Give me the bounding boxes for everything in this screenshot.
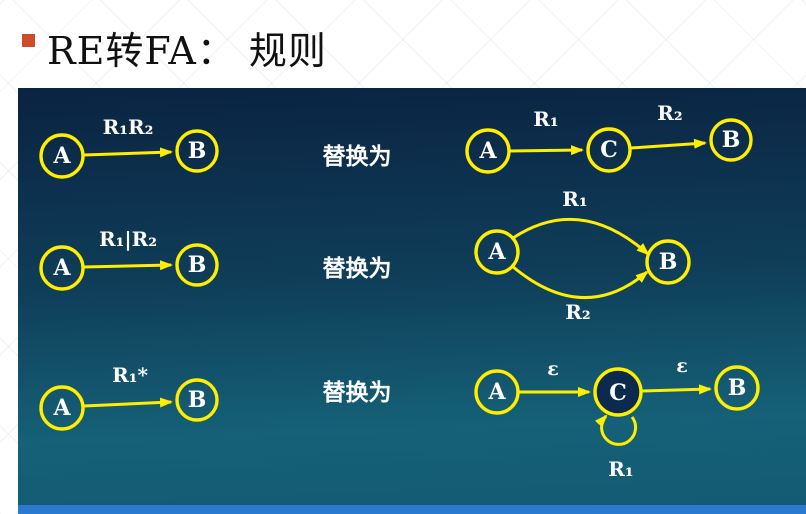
- transition-arc-upper: [512, 218, 650, 256]
- replace-text: 替换为: [323, 255, 392, 282]
- self-loop-label: R₁: [608, 457, 633, 481]
- edge-label: R₂: [657, 101, 682, 125]
- state-circle-B: [709, 118, 753, 162]
- state-circle-B: [714, 365, 760, 411]
- state-label-A: A: [487, 379, 506, 405]
- automata-diagram: A B R₁R₂ 替换为 A C B R₁ R₂ A B: [39, 101, 760, 481]
- state-circle-A: [39, 245, 85, 291]
- state-label-A: A: [487, 239, 506, 265]
- edge-label: R₁|R₂: [99, 227, 157, 251]
- state-circle-A: [39, 133, 85, 179]
- state-label-B: B: [728, 375, 747, 401]
- diagram-panel: A B R₁R₂ 替换为 A C B R₁ R₂ A B: [18, 88, 806, 514]
- state-circle-A: [39, 385, 85, 431]
- transition-arrow: [83, 260, 173, 271]
- rule-row-kleene-star: A B R₁* 替换为 A C B ε ε R₁: [39, 355, 760, 481]
- state-label-C: C: [609, 380, 627, 406]
- state-label-B: B: [188, 387, 207, 413]
- self-loop-arc: [594, 414, 638, 446]
- transition-arrow: [83, 397, 173, 408]
- state-circle-A: [465, 128, 511, 174]
- state-circle-A: [474, 229, 520, 275]
- transition-arc-lower: [511, 264, 649, 300]
- state-label-A: A: [478, 138, 497, 164]
- state-circle-B: [175, 378, 219, 422]
- state-circle-B: [645, 239, 691, 285]
- state-label-A: A: [52, 143, 71, 169]
- replace-text: 替换为: [323, 143, 392, 170]
- state-circle-C: [586, 127, 632, 173]
- transition-arrow: [641, 384, 712, 395]
- state-label-C: C: [600, 137, 618, 163]
- edge-label: R₁: [562, 187, 587, 211]
- edge-label: R₁*: [112, 363, 148, 387]
- title-bullet-icon: [22, 34, 35, 47]
- rule-row-alternation: A B R₁|R₂ 替换为 A B R₁ R₂: [39, 187, 691, 324]
- state-circle-A: [474, 369, 520, 415]
- state-label-A: A: [52, 255, 71, 281]
- state-label-B: B: [188, 138, 207, 164]
- page-title: RE转FA： 规则: [47, 29, 327, 73]
- rule-row-concatenation: A B R₁R₂ 替换为 A C B R₁ R₂: [39, 101, 753, 179]
- transition-arrow: [83, 147, 173, 158]
- slide-title-row: RE转FA： 规则: [22, 20, 327, 75]
- state-label-B: B: [188, 252, 207, 278]
- epsilon-label: ε: [676, 355, 688, 377]
- state-circle-C: [593, 367, 643, 417]
- state-label-A: A: [52, 395, 71, 421]
- edge-label: R₁: [533, 107, 558, 131]
- edge-label: R₂: [565, 300, 590, 324]
- state-label-B: B: [722, 127, 741, 153]
- state-circle-B: [175, 129, 219, 173]
- replace-text: 替换为: [323, 379, 392, 406]
- state-label-B: B: [659, 249, 678, 275]
- state-circle-B: [175, 243, 219, 287]
- epsilon-label: ε: [547, 358, 559, 380]
- transition-arrow: [509, 145, 584, 156]
- transition-arrow: [630, 138, 707, 150]
- edge-label: R₁R₂: [103, 115, 154, 139]
- panel-bottom-bar: [18, 505, 806, 514]
